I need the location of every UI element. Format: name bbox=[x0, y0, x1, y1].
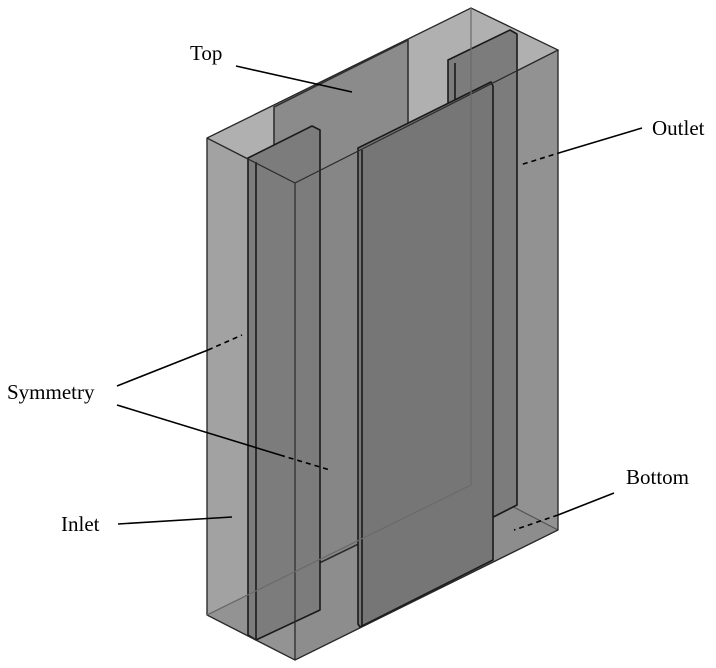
labels: Top Outlet Symmetry Inlet Bottom bbox=[7, 41, 705, 536]
box-outline bbox=[206, 7, 560, 661]
bottom-leader-dashed bbox=[513, 514, 559, 531]
symmetry-leader-upper bbox=[116, 349, 209, 387]
label-bottom: Bottom bbox=[626, 465, 689, 489]
center-plate bbox=[357, 81, 494, 628]
symmetry-leader-upper-dashed bbox=[207, 334, 243, 351]
internal-plates bbox=[247, 29, 518, 641]
leader-lines bbox=[116, 65, 643, 531]
top-leader bbox=[235, 65, 353, 93]
label-outlet: Outlet bbox=[652, 116, 705, 140]
outlet-leader-dashed bbox=[519, 151, 563, 166]
label-top: Top bbox=[190, 41, 222, 65]
left-thin-plate bbox=[247, 125, 321, 641]
box-hidden-bottom-edge bbox=[206, 484, 472, 616]
outlet-leader bbox=[561, 127, 643, 153]
box-bottom-left-edge bbox=[206, 614, 296, 661]
bottom-leader bbox=[557, 492, 615, 516]
symmetry-leader-lower bbox=[116, 404, 281, 456]
label-inlet: Inlet bbox=[61, 512, 100, 536]
label-symmetry: Symmetry bbox=[7, 380, 95, 404]
box-bottom-front-edge bbox=[294, 529, 559, 661]
inlet-leader bbox=[117, 516, 233, 525]
